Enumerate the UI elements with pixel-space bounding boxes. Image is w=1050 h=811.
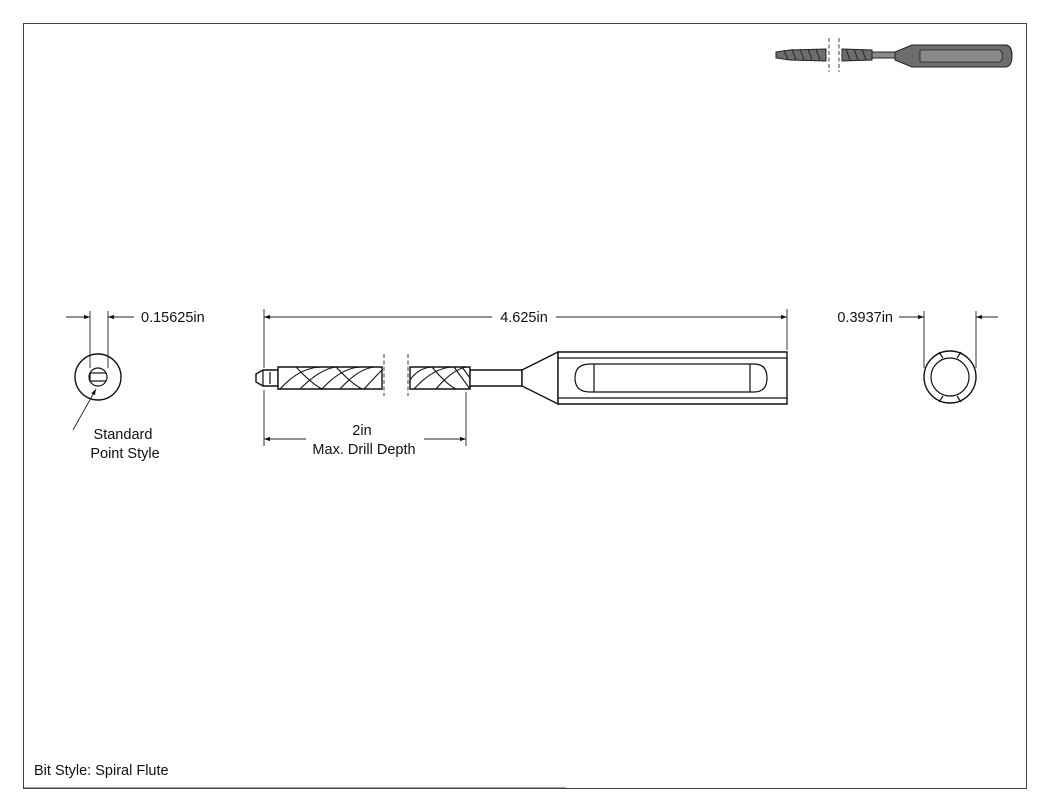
isometric-thumbnail [775, 38, 1013, 72]
point-style-line2: Point Style [90, 446, 159, 462]
drill-depth-label: 2in Max. Drill Depth [312, 423, 415, 458]
point-diameter-dimension [66, 311, 134, 368]
drill-bit-side-view [255, 350, 788, 406]
bit-style-label: Bit Style: Spiral Flute [34, 763, 169, 779]
shank-diameter-label: 0.3937in [837, 310, 893, 326]
point-style-line1: Standard [94, 427, 153, 443]
drill-depth-value: 2in [352, 423, 371, 439]
drill-depth-dimension [263, 390, 467, 446]
drill-depth-caption: Max. Drill Depth [312, 442, 415, 458]
point-style-label: Standard Point Style [90, 427, 159, 462]
point-style-leader [72, 388, 97, 431]
shank-diameter-dimension [899, 311, 998, 368]
point-end-view [74, 353, 122, 401]
sheet-border [23, 23, 1027, 789]
overall-length-label: 4.625in [500, 310, 548, 326]
point-diameter-label: 0.15625in [141, 310, 205, 326]
overall-length-dimension [263, 309, 788, 368]
shank-end-view [923, 350, 977, 404]
